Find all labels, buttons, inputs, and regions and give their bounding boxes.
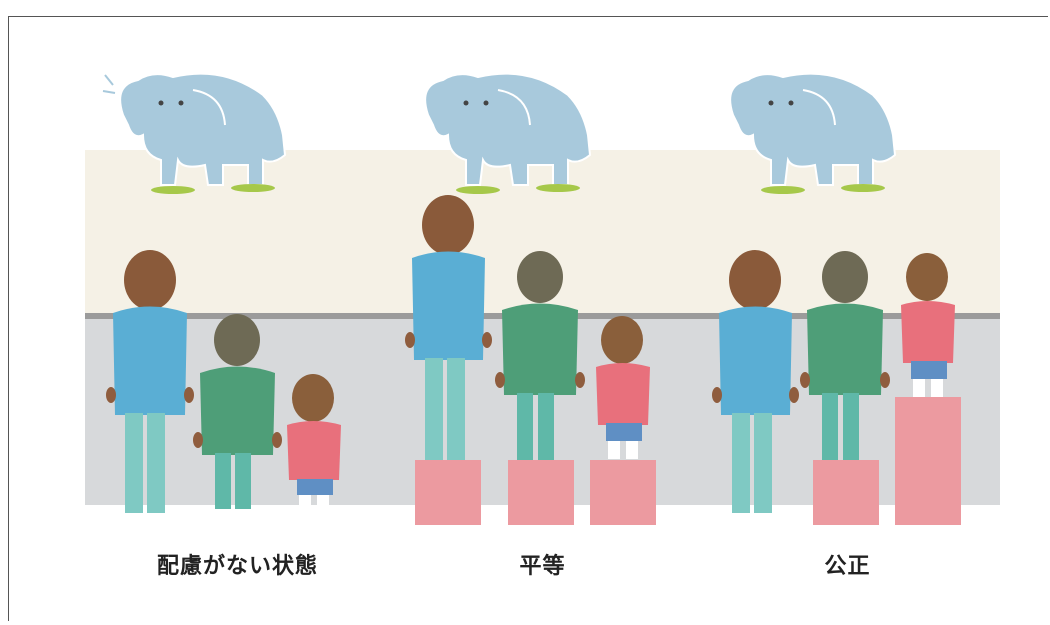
small-child-figure (287, 374, 341, 511)
box-stand (415, 460, 656, 525)
tall-child-figure (106, 250, 194, 513)
tall-child-figure (712, 250, 799, 513)
small-child-figure (901, 253, 955, 397)
caption-equality: 平等 (519, 554, 566, 579)
panel-no-consideration (85, 55, 390, 535)
caption-no-consideration: 配慮がない状態 (156, 554, 318, 579)
panel-equity (695, 55, 1000, 535)
middle-child-figure (495, 251, 585, 460)
elephant-icon (729, 72, 897, 194)
image-frame (8, 16, 1048, 621)
caption-equity: 公正 (824, 554, 871, 579)
middle-child-figure (193, 314, 282, 509)
elephant-icon (424, 72, 592, 194)
elephant-icon (102, 72, 287, 194)
panel-equality (390, 55, 695, 535)
box-stand (813, 397, 961, 525)
middle-child-figure (800, 251, 890, 460)
small-child-figure (596, 316, 650, 459)
tall-child-figure (405, 195, 492, 460)
